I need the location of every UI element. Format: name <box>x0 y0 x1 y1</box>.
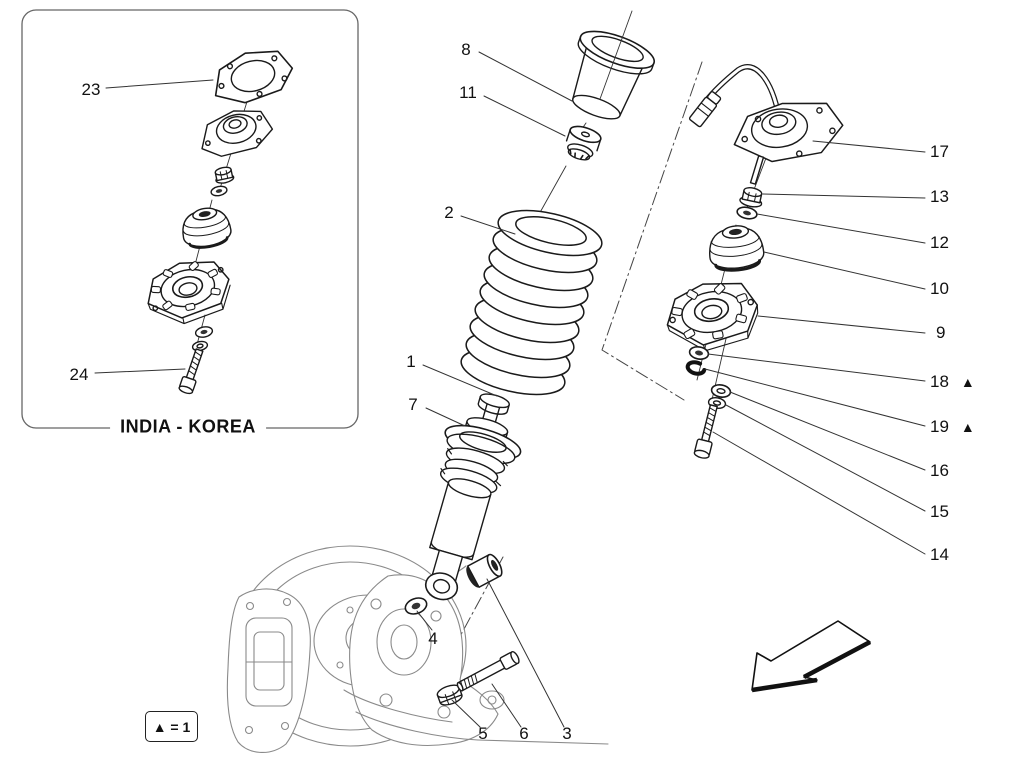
background-knuckle-assembly <box>226 545 609 753</box>
part-14-bolt <box>693 404 718 459</box>
callout-19: 19▲ <box>930 417 975 436</box>
callout-3: 3 <box>562 724 572 743</box>
callout-1: 1 <box>406 352 416 371</box>
callout-11: 11 <box>459 83 477 102</box>
part-24-bolt <box>178 348 204 395</box>
callout-18: 18▲ <box>930 372 975 391</box>
part-11-bump-stop <box>565 125 602 161</box>
part-9-mount-plate <box>666 282 759 352</box>
inset-washer-b <box>194 326 214 338</box>
callout-4: 4 <box>428 629 438 648</box>
inset-upper-mount <box>201 110 274 157</box>
callout-23: 23 <box>81 80 101 99</box>
callout-17: 17 <box>930 142 949 161</box>
callout-8: 8 <box>461 40 471 59</box>
part-6-bolt <box>456 650 520 692</box>
inset-box-group <box>21 9 359 429</box>
callout-7: 7 <box>408 395 418 414</box>
part-8-dust-cover <box>572 30 655 120</box>
part-16-washer <box>710 384 732 398</box>
callout-24: 24 <box>69 365 89 384</box>
part-1-shock-absorber <box>424 393 522 601</box>
callout-2: 2 <box>444 203 454 222</box>
part-23-plate <box>214 50 294 104</box>
part-13-nut <box>739 187 763 208</box>
direction-arrow <box>751 620 872 693</box>
part-4-washer <box>404 597 428 615</box>
inset-caption: INDIA - KOREA <box>110 416 266 438</box>
part-19-snap-ring <box>685 360 707 376</box>
callout-12: 12 <box>930 233 949 252</box>
callout-5: 5 <box>478 724 488 743</box>
sensor-connector <box>688 91 722 128</box>
inset-washer-a <box>210 185 228 197</box>
part-18-washer <box>688 346 710 360</box>
callout-9: 9 <box>936 323 946 342</box>
callout-15: 15 <box>930 502 949 521</box>
legend-box: ▲ = 1 <box>145 711 198 742</box>
callout-14: 14 <box>930 545 949 564</box>
inset-lower-mount <box>147 261 231 325</box>
inset-nut <box>214 166 235 184</box>
callout-10: 10 <box>930 279 949 298</box>
part-12-washer <box>736 206 758 220</box>
callout-16: 16 <box>930 461 949 480</box>
part-10-buffer <box>709 225 765 272</box>
leader-lines <box>94 51 926 728</box>
part-17-mount-sensor <box>733 102 844 163</box>
triangle-marker: ▲ <box>960 419 975 435</box>
inset-buffer <box>182 207 232 249</box>
mount-stud <box>749 155 765 185</box>
callout-6: 6 <box>519 724 529 743</box>
legend-text: ▲ = 1 <box>152 718 191 735</box>
callout-13: 13 <box>930 187 949 206</box>
triangle-marker: ▲ <box>960 374 975 390</box>
part-3-bushing <box>466 553 503 588</box>
part-2-spring <box>460 209 603 396</box>
